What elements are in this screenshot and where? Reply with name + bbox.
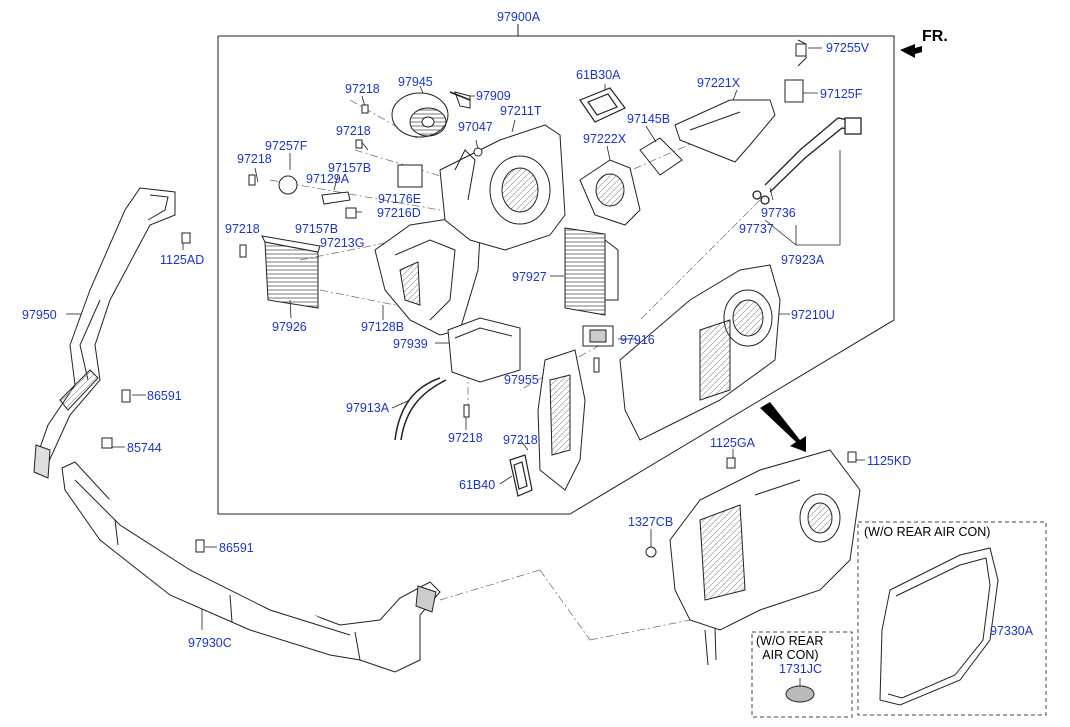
part-97218-f[interactable]: 97218 <box>503 433 538 447</box>
part-97129A[interactable]: 97129A <box>306 172 350 186</box>
front-arrow-icon <box>900 44 922 58</box>
part-97950[interactable]: 97950 <box>22 308 57 322</box>
part-97255V[interactable]: 97255V <box>826 41 870 55</box>
part-1327CB[interactable]: 1327CB <box>628 515 674 529</box>
part-97218-a[interactable]: 97218 <box>345 82 380 96</box>
note-without-rear-air-con: (W/O REAR AIR CON) <box>864 525 991 539</box>
part-97257F[interactable]: 97257F <box>265 139 308 153</box>
option-boxes <box>751 521 1047 718</box>
blower-97945 <box>391 92 449 138</box>
part-97216D[interactable]: 97216D <box>377 206 421 220</box>
part-97218-c[interactable]: 97218 <box>237 152 272 166</box>
part-97176E[interactable]: 97176E <box>378 192 422 206</box>
assembly-arrow-icon <box>760 402 806 452</box>
part-85744[interactable]: 85744 <box>127 441 162 455</box>
part-61B30A[interactable]: 61B30A <box>576 68 621 82</box>
part-97213G[interactable]: 97213G <box>320 236 365 250</box>
part-97128B[interactable]: 97128B <box>361 320 405 334</box>
assembly-frame <box>217 24 895 515</box>
assembled-hvac-unit <box>669 449 861 666</box>
part-97900A[interactable]: 97900A <box>497 10 541 24</box>
part-97145B[interactable]: 97145B <box>627 112 671 126</box>
part-61B40[interactable]: 61B40 <box>459 478 496 492</box>
duct-97221X <box>674 99 776 163</box>
actuator-97916 <box>582 325 614 347</box>
case-97210U <box>619 264 781 441</box>
part-97125F[interactable]: 97125F <box>820 87 863 101</box>
note-without-rear-air-con-small: (W/O REAR AIR CON) <box>756 634 824 662</box>
part-86591-b[interactable]: 86591 <box>219 541 254 555</box>
front-direction-label: FR. <box>922 28 948 45</box>
part-97923A[interactable]: 97923A <box>781 253 825 267</box>
part-97916[interactable]: 97916 <box>620 333 655 347</box>
part-97157B-b[interactable]: 97157B <box>295 222 339 236</box>
cover-97330A <box>879 547 999 706</box>
part-97210U[interactable]: 97210U <box>791 308 835 322</box>
part-86591-a[interactable]: 86591 <box>147 389 182 403</box>
heater-core-97926 <box>261 235 321 309</box>
gasket-61B40 <box>509 454 533 497</box>
part-1731JC[interactable]: 1731JC <box>779 662 823 676</box>
part-97218-e[interactable]: 97218 <box>448 431 483 445</box>
part-1125AD[interactable]: 1125AD <box>160 253 205 267</box>
housing-97222X <box>579 159 641 226</box>
part-1125KD[interactable]: 1125KD <box>867 454 912 468</box>
duct-97930C <box>61 461 441 673</box>
plug-1731JC <box>785 685 815 703</box>
gasket-61B30A <box>579 87 626 123</box>
part-97955[interactable]: 97955 <box>504 373 539 387</box>
part-97926[interactable]: 97926 <box>272 320 307 334</box>
part-97330A[interactable]: 97330A <box>990 624 1034 638</box>
part-97211T[interactable]: 97211T <box>500 104 542 118</box>
part-97930C[interactable]: 97930C <box>188 636 232 650</box>
part-97221X[interactable]: 97221X <box>697 76 741 90</box>
evaporator-97927 <box>564 227 619 316</box>
part-97909[interactable]: 97909 <box>476 89 511 103</box>
small-fasteners <box>101 91 857 558</box>
bracket-97145B <box>639 137 683 176</box>
part-97913A[interactable]: 97913A <box>346 401 390 415</box>
hoses <box>394 91 471 441</box>
tray-97939 <box>447 317 521 383</box>
duct-97950 <box>33 187 176 479</box>
part-97736[interactable]: 97736 <box>761 206 796 220</box>
part-1125GA[interactable]: 1125GA <box>710 436 755 450</box>
part-97047[interactable]: 97047 <box>458 120 493 134</box>
part-97218-d[interactable]: 97218 <box>225 222 260 236</box>
callout-lines <box>66 47 988 688</box>
part-97945[interactable]: 97945 <box>398 75 433 89</box>
part-97157B-a[interactable]: 97157B <box>328 161 372 175</box>
part-97218-b[interactable]: 97218 <box>336 124 371 138</box>
part-97927[interactable]: 97927 <box>512 270 547 284</box>
panel-97955 <box>537 349 586 491</box>
sensors <box>784 39 807 103</box>
case-97211T <box>439 124 566 251</box>
part-97939[interactable]: 97939 <box>393 337 428 351</box>
part-97737[interactable]: 97737 <box>739 222 774 236</box>
part-97222X[interactable]: 97222X <box>583 132 627 146</box>
pipes-97923A <box>752 117 862 205</box>
case-97213G <box>374 217 481 336</box>
